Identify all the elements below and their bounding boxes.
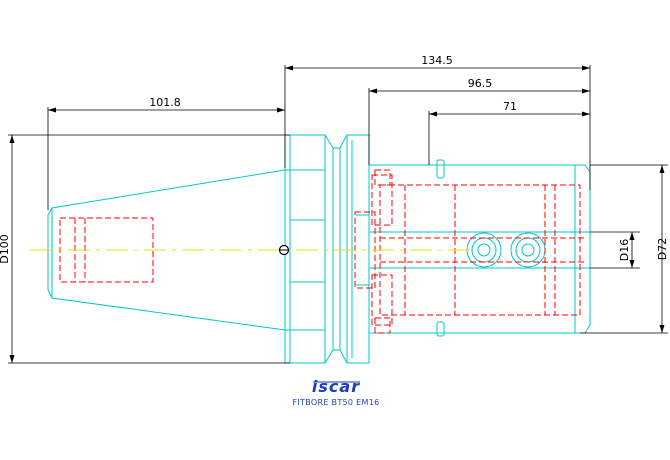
dim-outer-diameter: D100 — [0, 234, 11, 263]
dimension-lines — [8, 65, 668, 364]
flange — [284, 134, 326, 364]
dim-bore-diameter: D16 — [618, 239, 631, 261]
taper-shank — [47, 169, 286, 331]
dim-body-diameter: D72 — [656, 238, 669, 260]
dim-overall-length: 134.5 — [421, 54, 453, 67]
v-groove — [324, 134, 348, 149]
hidden-lines — [59, 169, 585, 334]
nose-body — [369, 164, 591, 334]
dim-taper-length: 101.8 — [149, 96, 181, 109]
part-outline — [47, 134, 591, 364]
drawing-caption: FITBORE BT50 EM16 — [293, 398, 380, 407]
dim-length-b: 96.5 — [468, 77, 493, 90]
arrowheads — [9, 65, 665, 363]
brand-logo: iscar — [312, 377, 360, 396]
dim-length-c: 71 — [503, 100, 517, 113]
